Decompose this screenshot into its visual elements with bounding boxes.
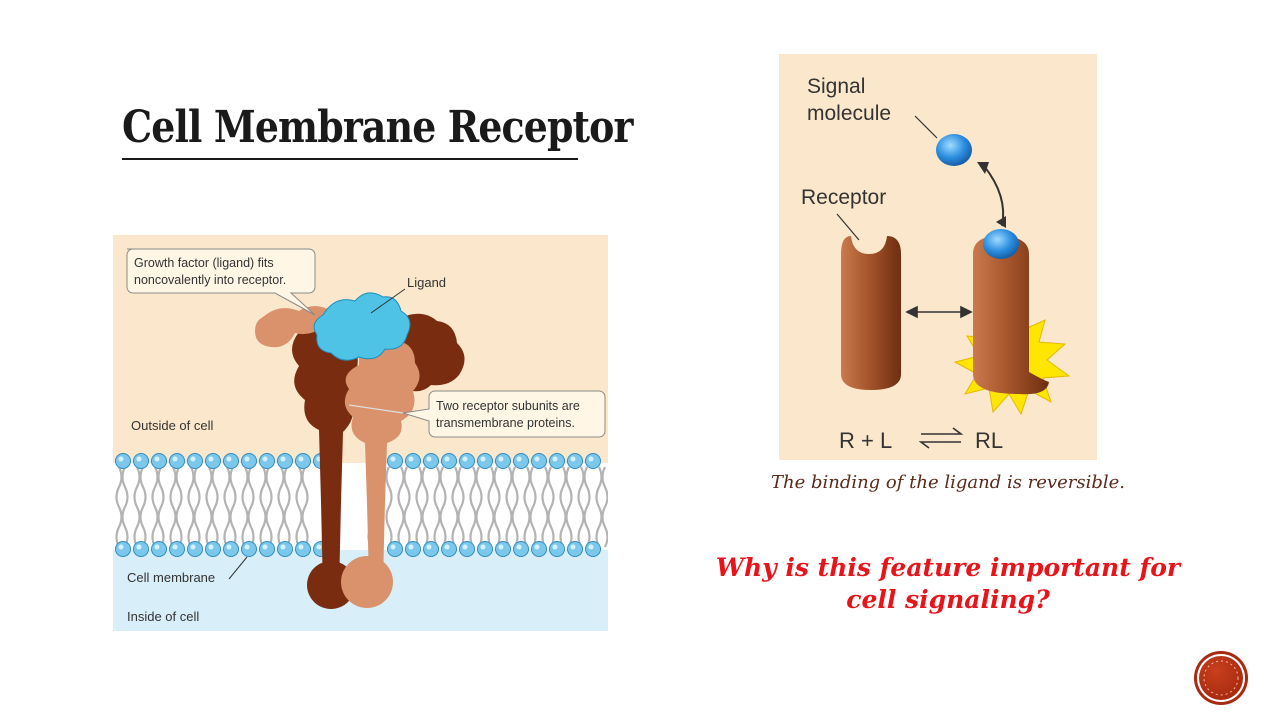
title-underline	[122, 158, 578, 160]
svg-text:noncovalently into receptor.: noncovalently into receptor.	[134, 273, 286, 287]
svg-text:transmembrane proteins.: transmembrane proteins.	[436, 416, 575, 430]
figure-caption: The binding of the ligand is reversible.	[770, 472, 1126, 493]
signal-molecule	[936, 134, 972, 166]
ligand-leader-line	[370, 288, 406, 314]
discussion-question: Why is this feature important for cell s…	[715, 553, 1181, 614]
signal-leader-line	[914, 115, 938, 139]
membrane-leader-line	[228, 556, 248, 580]
lipid-tails	[115, 466, 608, 548]
callout-subunits: Two receptor subunits are transmembrane …	[402, 390, 606, 438]
ligand-label: Ligand	[407, 275, 446, 290]
svg-text:Growth factor (ligand) fits: Growth factor (ligand) fits	[134, 256, 274, 270]
equilibrium-arrows	[918, 427, 964, 449]
receptor-leader-line	[836, 213, 860, 241]
receptor-label: Receptor	[801, 186, 886, 209]
inside-cell-label: Inside of cell	[127, 609, 199, 624]
subunit-leader-line	[348, 404, 404, 414]
bound-signal-molecule	[983, 229, 1019, 259]
equation-right: RL	[975, 428, 1003, 453]
ligand-molecule	[313, 292, 411, 361]
circle-dot-icon	[1203, 660, 1239, 696]
outside-cell-label: Outside of cell	[131, 418, 213, 433]
callout-growth-factor: Growth factor (ligand) fits noncovalentl…	[126, 248, 316, 316]
receptor-bound	[973, 236, 1049, 395]
slide-title: Cell Membrane Receptor	[122, 102, 633, 153]
slide-nav-button[interactable]	[1197, 654, 1245, 702]
cell-membrane-label: Cell membrane	[127, 570, 215, 585]
exchange-arrow	[905, 305, 973, 319]
receptor-unbound	[841, 236, 901, 390]
equation-left: R + L	[839, 428, 892, 453]
membrane-receptor-diagram: Growth factor (ligand) fits noncovalentl…	[113, 235, 608, 631]
svg-text:Two receptor subunits are: Two receptor subunits are	[436, 399, 580, 413]
receptor-subunit-light	[255, 306, 420, 608]
